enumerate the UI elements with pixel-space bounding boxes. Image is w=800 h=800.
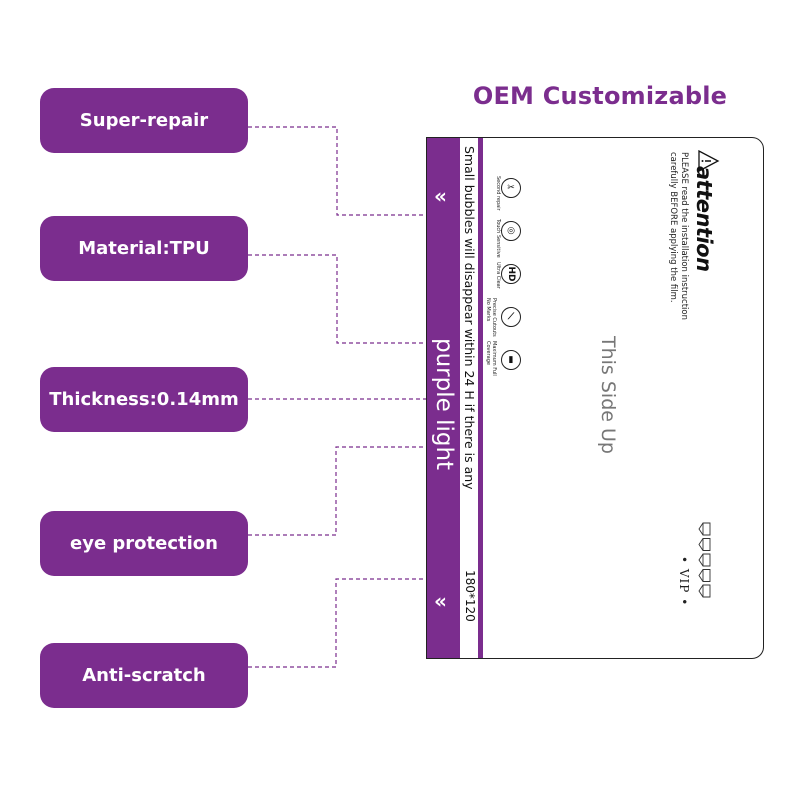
warning-triangle-icon bbox=[698, 150, 720, 172]
vip-label: • VIP • bbox=[677, 556, 691, 607]
size-label: 180*120 bbox=[463, 570, 477, 622]
connector-anti-scratch bbox=[248, 578, 426, 668]
page-title: OEM Customizable bbox=[472, 82, 728, 110]
second-repair-icon: ✂ bbox=[501, 178, 521, 198]
icon-label: Touch Sensitive bbox=[495, 219, 501, 258]
touch-sensitive-icon: ◎ bbox=[501, 221, 521, 241]
band-label: purple light bbox=[431, 338, 457, 471]
diamond-icon bbox=[698, 553, 711, 567]
precise-cutouts-icon: ⟋ bbox=[501, 307, 521, 327]
diamond-rating bbox=[698, 522, 711, 598]
feature-anti-scratch: Anti-scratch bbox=[40, 643, 248, 708]
connector-material bbox=[248, 254, 426, 344]
feature-eye-protection: eye protection bbox=[40, 511, 248, 576]
package-card: « « Small bubbles will disappear within … bbox=[426, 137, 764, 659]
connector-super-repair bbox=[248, 126, 426, 216]
chevron-top-icon: « bbox=[434, 184, 447, 208]
diamond-icon bbox=[698, 522, 711, 536]
hd-icon: HD bbox=[501, 264, 521, 284]
bubbles-notice: Small bubbles will disappear within 24 H… bbox=[462, 146, 477, 490]
instruction-line-1: PLEASE read the installation instruction bbox=[679, 152, 689, 320]
connector-eye-protection bbox=[248, 446, 426, 536]
diamond-icon bbox=[698, 584, 711, 598]
diamond-icon bbox=[698, 538, 711, 551]
full-coverage-icon: ▮ bbox=[501, 350, 521, 370]
chevron-bottom-icon: « bbox=[434, 589, 447, 613]
purple-band bbox=[427, 138, 460, 658]
instruction-text: PLEASE read the installation instruction… bbox=[667, 152, 689, 320]
icon-label: Maximum Full Coverage bbox=[485, 341, 497, 376]
icon-label: Precise Cutouts No Marks bbox=[485, 298, 497, 337]
attention-heading: attention bbox=[692, 166, 716, 272]
icon-label: Ultra Clear bbox=[495, 262, 501, 289]
feature-super-repair: Super-repair bbox=[40, 88, 248, 153]
this-side-up-label: This Side Up bbox=[597, 336, 619, 454]
icon-label: Second repair bbox=[495, 176, 501, 211]
feature-material: Material:TPU bbox=[40, 216, 248, 281]
white-strip bbox=[460, 138, 478, 658]
thin-purple-line bbox=[478, 138, 483, 658]
feature-thickness: Thickness:0.14mm bbox=[40, 367, 248, 432]
instruction-line-2: carefully BEFORE applying the film. bbox=[668, 152, 678, 303]
diamond-icon bbox=[698, 569, 711, 582]
